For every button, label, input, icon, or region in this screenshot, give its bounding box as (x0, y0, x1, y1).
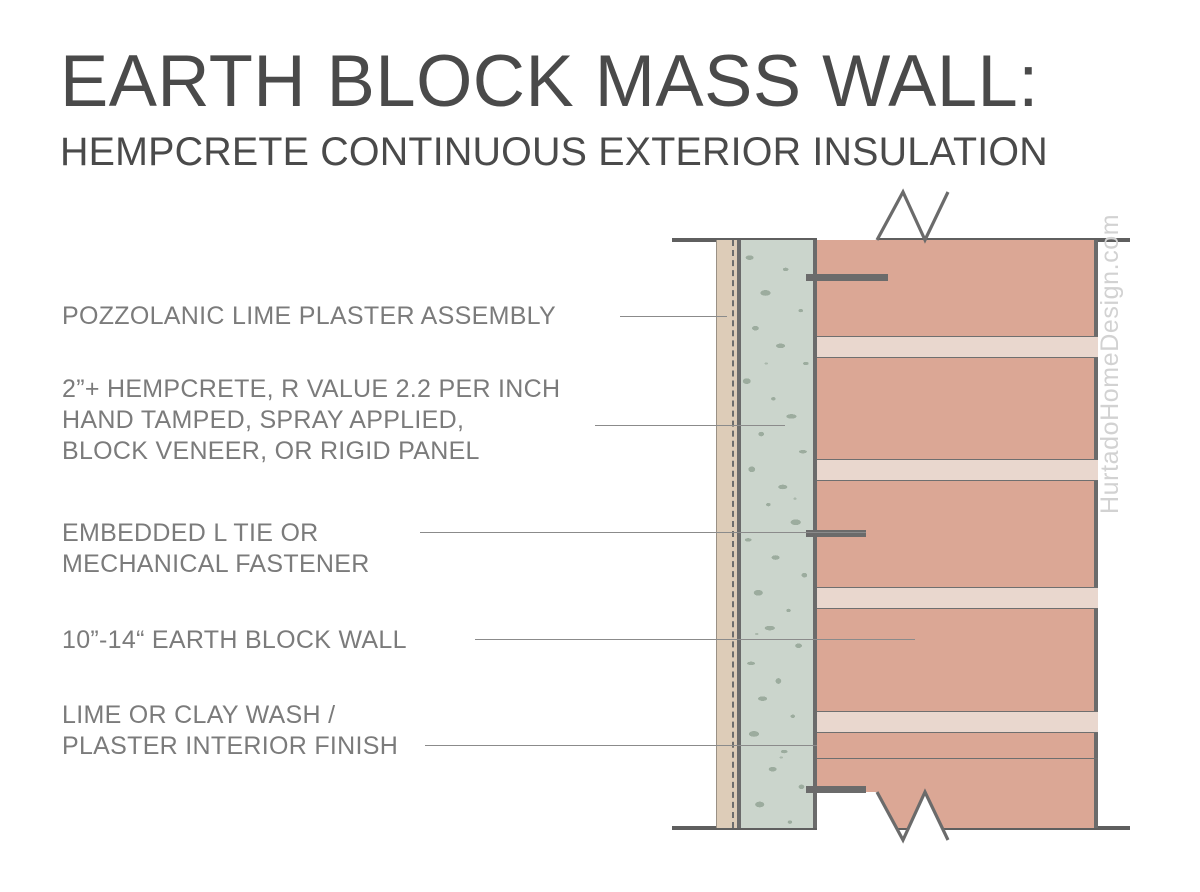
label-embedded-l-tie: EMBEDDED L TIE OR MECHANICAL FASTENER (62, 518, 370, 580)
label-line: BLOCK VENEER, OR RIGID PANEL (62, 437, 480, 465)
label-pozzolanic-lime-plaster: POZZOLANIC LIME PLASTER ASSEMBLY (62, 301, 556, 332)
title-block: EARTH BLOCK MASS WALL: HEMPCRETE CONTINU… (60, 42, 1150, 176)
page-subtitle: HEMPCRETE CONTINUOUS EXTERIOR INSULATION (60, 130, 1048, 174)
bottom-break-symbol (817, 788, 1098, 846)
earth-block-layer (817, 240, 1098, 828)
label-line: HAND TAMPED, SPRAY APPLIED, (62, 406, 465, 434)
hempcrete-layer (737, 240, 817, 828)
label-hempcrete-insulation: 2”+ HEMPCRETE, R VALUE 2.2 PER INCH HAND… (62, 374, 560, 467)
embedded-l-tie (806, 274, 888, 281)
leader-hempcrete-insulation (595, 425, 785, 426)
label-line: PLASTER INTERIOR FINISH (62, 732, 399, 760)
bottom-extension-line (672, 826, 1130, 830)
mortar-joint (817, 587, 1098, 609)
label-line: 10”-14“ EARTH BLOCK WALL (62, 626, 407, 654)
label-line: 2”+ HEMPCRETE, R VALUE 2.2 PER INCH (62, 375, 561, 403)
label-line: POZZOLANIC LIME PLASTER ASSEMBLY (62, 302, 556, 330)
hempcrete-texture-hatch (741, 240, 813, 828)
mortar-joint (817, 459, 1098, 481)
label-line: EMBEDDED L TIE OR (62, 519, 319, 547)
watermark: HurtadoHomeDesign.com (1096, 213, 1124, 514)
label-interior-finish: LIME OR CLAY WASH / PLASTER INTERIOR FIN… (62, 700, 398, 762)
top-break-symbol (817, 186, 1098, 244)
label-line: LIME OR CLAY WASH / (62, 701, 336, 729)
leader-earth-block-wall (475, 639, 915, 640)
leader-embedded-l-tie (420, 532, 866, 533)
plaster-outer-edge-line (716, 240, 717, 828)
embedded-l-tie (806, 786, 866, 793)
leader-pozzolanic-lime-plaster (620, 316, 727, 317)
mortar-joint (817, 336, 1098, 358)
top-extension-line (672, 238, 1130, 242)
label-earth-block-wall: 10”-14“ EARTH BLOCK WALL (62, 625, 407, 656)
label-line: MECHANICAL FASTENER (62, 550, 370, 578)
leader-interior-finish (425, 745, 817, 746)
plaster-dashed-line (732, 240, 734, 828)
pozzolanic-lime-plaster-layer (716, 240, 739, 828)
page-title: EARTH BLOCK MASS WALL: (60, 41, 1039, 122)
block-course-line (817, 758, 1098, 759)
mortar-joint (817, 711, 1098, 733)
